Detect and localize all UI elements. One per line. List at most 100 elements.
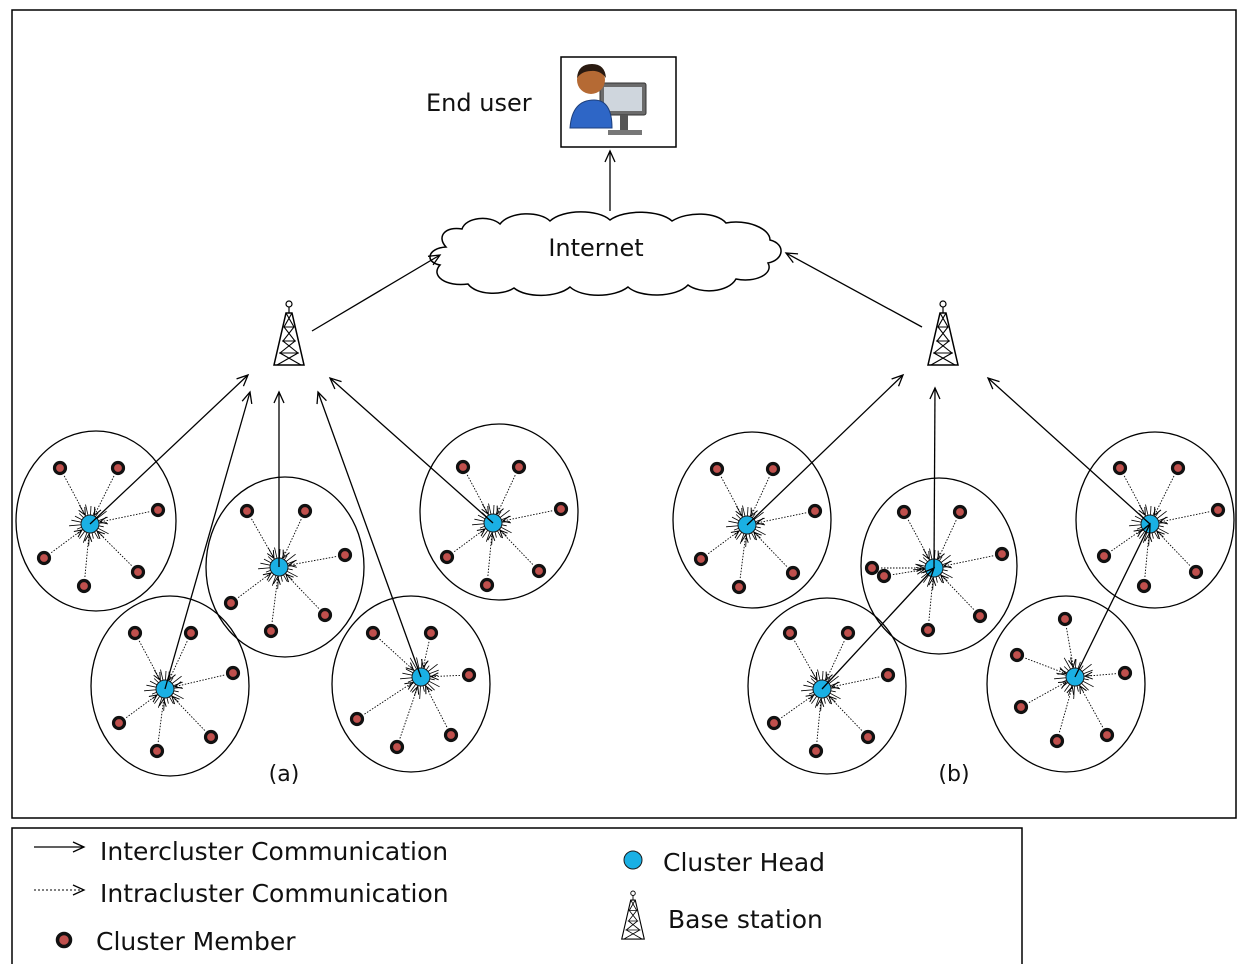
cluster-member [365,625,381,641]
intracluster-link [125,694,158,719]
intracluster-link [364,681,414,715]
cluster-b1 [672,431,832,609]
cluster-member [1210,502,1226,518]
cluster-member [1099,727,1115,743]
cluster-member [52,460,68,476]
user-computer-icon [569,64,647,135]
cluster-b4 [747,597,907,775]
intercluster-link-a3 [328,376,494,524]
intracluster-link [487,531,496,577]
cluster-boundary [672,431,832,609]
cluster-member [840,625,856,641]
intracluster-link [816,697,825,743]
legend-member-label: Cluster Member [96,927,296,956]
intracluster-link [285,573,320,609]
cluster-boundary [860,477,1018,655]
intercluster-link-b3 [986,376,1151,525]
intercluster-link-b4 [821,566,936,690]
intercluster-link-b2 [929,386,941,569]
intracluster-link [828,695,863,731]
cluster-member [127,625,143,641]
base-station-a [273,300,305,366]
cluster-a5 [331,595,491,773]
cluster-boundary [331,595,491,773]
cluster-member [511,459,527,475]
cluster-boundary [15,430,177,612]
intracluster-link [707,530,740,555]
intracluster-link [1028,681,1068,703]
cluster-member [920,622,936,638]
intracluster-link [453,528,486,553]
cluster-member [1188,564,1204,580]
legend-head-icon [623,850,643,870]
intracluster-link [830,676,880,690]
intracluster-link [425,684,448,728]
intracluster-link [282,519,302,559]
intracluster-link [173,674,225,689]
cluster-member [531,563,547,579]
intracluster-link [93,475,115,517]
cluster-member [36,550,52,566]
cluster-member [1013,699,1029,715]
cluster-boundary [1075,431,1235,609]
cluster-member [111,715,127,731]
legend-member-icon [55,931,73,949]
legend-base-station-icon [621,890,645,940]
intracluster-link [98,511,150,525]
cluster-member [693,551,709,567]
cluster-b2 [860,477,1018,655]
intracluster-link [1158,511,1210,525]
intracluster-link [157,697,167,743]
cluster-member [876,568,892,584]
intracluster-link [781,694,815,719]
cluster-member [461,667,477,683]
intercluster-link-a5 [316,390,422,678]
intracluster-link [1025,657,1067,675]
intercluster-link-b5 [1074,522,1151,678]
cluster-member [765,461,781,477]
intracluster-link [1066,627,1076,669]
cluster-member [439,549,455,565]
intracluster-link [739,533,749,579]
cluster-member [1096,548,1112,564]
cluster-member [896,504,912,520]
cluster-member [183,625,199,641]
cluster-member [782,625,798,641]
cluster-member [225,665,241,681]
intracluster-link [892,566,926,576]
intracluster-link [501,510,553,524]
cluster-member [479,577,495,593]
intracluster-link [1058,685,1075,733]
intracluster-link [429,672,461,681]
intracluster-link [84,532,93,578]
cluster-a3 [419,423,579,601]
cluster-member [263,623,279,639]
cluster-member [203,729,219,745]
intracluster-link [720,476,743,518]
intercluster-link-a4 [164,390,253,690]
cluster-member [337,547,353,563]
cluster-member [239,503,255,519]
base-b-to-internet [784,252,923,328]
intracluster-link [907,519,930,561]
intracluster-link [171,695,206,731]
cluster-member [709,461,725,477]
intracluster-link [1156,530,1191,566]
legend-inter-label: Intercluster Communication [100,837,448,866]
cluster-member [731,579,747,595]
cloud-icon [429,211,782,297]
cluster-boundary [986,595,1146,773]
intercluster-link-a1 [89,373,250,525]
cluster-member [110,460,126,476]
intracluster-link [1153,475,1175,517]
intracluster-link [1079,684,1104,728]
base-station-b [927,300,959,366]
end-user-label: End user [426,89,532,117]
intracluster-link [928,576,937,622]
intracluster-link [96,530,132,566]
legend-base-label: Base station [668,905,823,934]
cluster-member [952,504,968,520]
legend-intra-label: Intracluster Communication [100,879,449,908]
intracluster-link [825,641,845,681]
cluster-member [455,459,471,475]
